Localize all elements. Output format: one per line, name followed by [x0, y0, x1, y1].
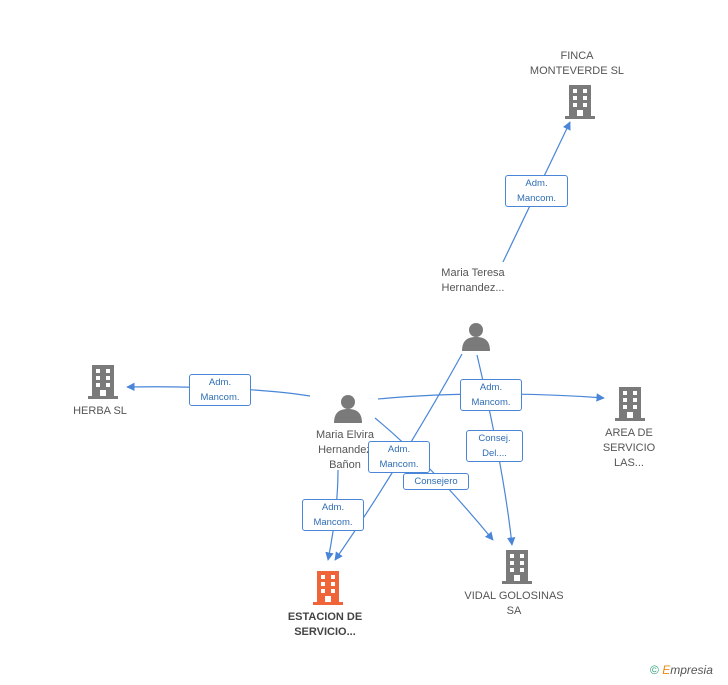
edge-label-elvira-estacion: Adm. Mancom. — [302, 499, 364, 531]
edge-role: Adm. — [479, 382, 503, 393]
node-label-maria-teresa[interactable]: Maria Teresa Hernandez... — [441, 267, 505, 294]
edge-role: Consej. — [478, 433, 511, 444]
brand-logo-initial: E — [662, 663, 671, 677]
footer-branding: © Empresia — [650, 663, 713, 677]
edge-role: Del.... — [482, 448, 507, 459]
edge-label-teresa-estacion: Adm. Mancom. — [368, 441, 430, 473]
main-building-icon — [313, 571, 343, 605]
node-label-area[interactable]: AREA DE SERVICIO LAS... — [602, 427, 656, 469]
edge-role: Mancom. — [516, 193, 557, 204]
edge-role: Mancom. — [471, 397, 511, 408]
edge-role: Adm. — [525, 178, 548, 189]
edge-role: Adm. — [208, 377, 232, 388]
edge-label-elvira-area: Adm. Mancom. — [460, 379, 522, 411]
node-label-herba[interactable]: HERBA SL — [73, 405, 127, 417]
node-label-estacion[interactable]: ESTACION DE SERVICIO... — [287, 611, 363, 638]
person-icon — [462, 323, 490, 351]
building-icon — [88, 365, 118, 399]
edge-label-teresa-vidal: Consej. Del.... — [466, 430, 523, 462]
edge-label-teresa-finca: Adm. Mancom. — [505, 175, 568, 207]
edge-role: Consejero — [414, 476, 458, 487]
edge-role: Mancom. — [379, 459, 419, 470]
building-icon — [502, 550, 532, 584]
person-icon — [334, 395, 362, 423]
building-icon — [565, 85, 595, 119]
brand-logo: Empresia — [662, 663, 713, 677]
node-label-finca[interactable]: FINCA MONTEVERDE SL — [529, 50, 625, 77]
node-label-vidal[interactable]: VIDAL GOLOSINAS SA — [464, 590, 564, 617]
brand-logo-text: mpresia — [670, 663, 713, 677]
node-label-maria-elvira[interactable]: Maria Elvira Hernandez Bañon — [315, 429, 375, 471]
edge-label-elvira-vidal: Consejero — [403, 473, 469, 490]
edge-role: Mancom. — [200, 392, 240, 403]
edge-role: Adm. — [387, 444, 411, 455]
edge-role: Adm. — [321, 502, 345, 513]
copyright-icon: © — [650, 663, 659, 677]
edge-role: Mancom. — [313, 517, 353, 528]
edge-label-elvira-herba: Adm. Mancom. — [189, 374, 251, 406]
building-icon — [615, 387, 645, 421]
